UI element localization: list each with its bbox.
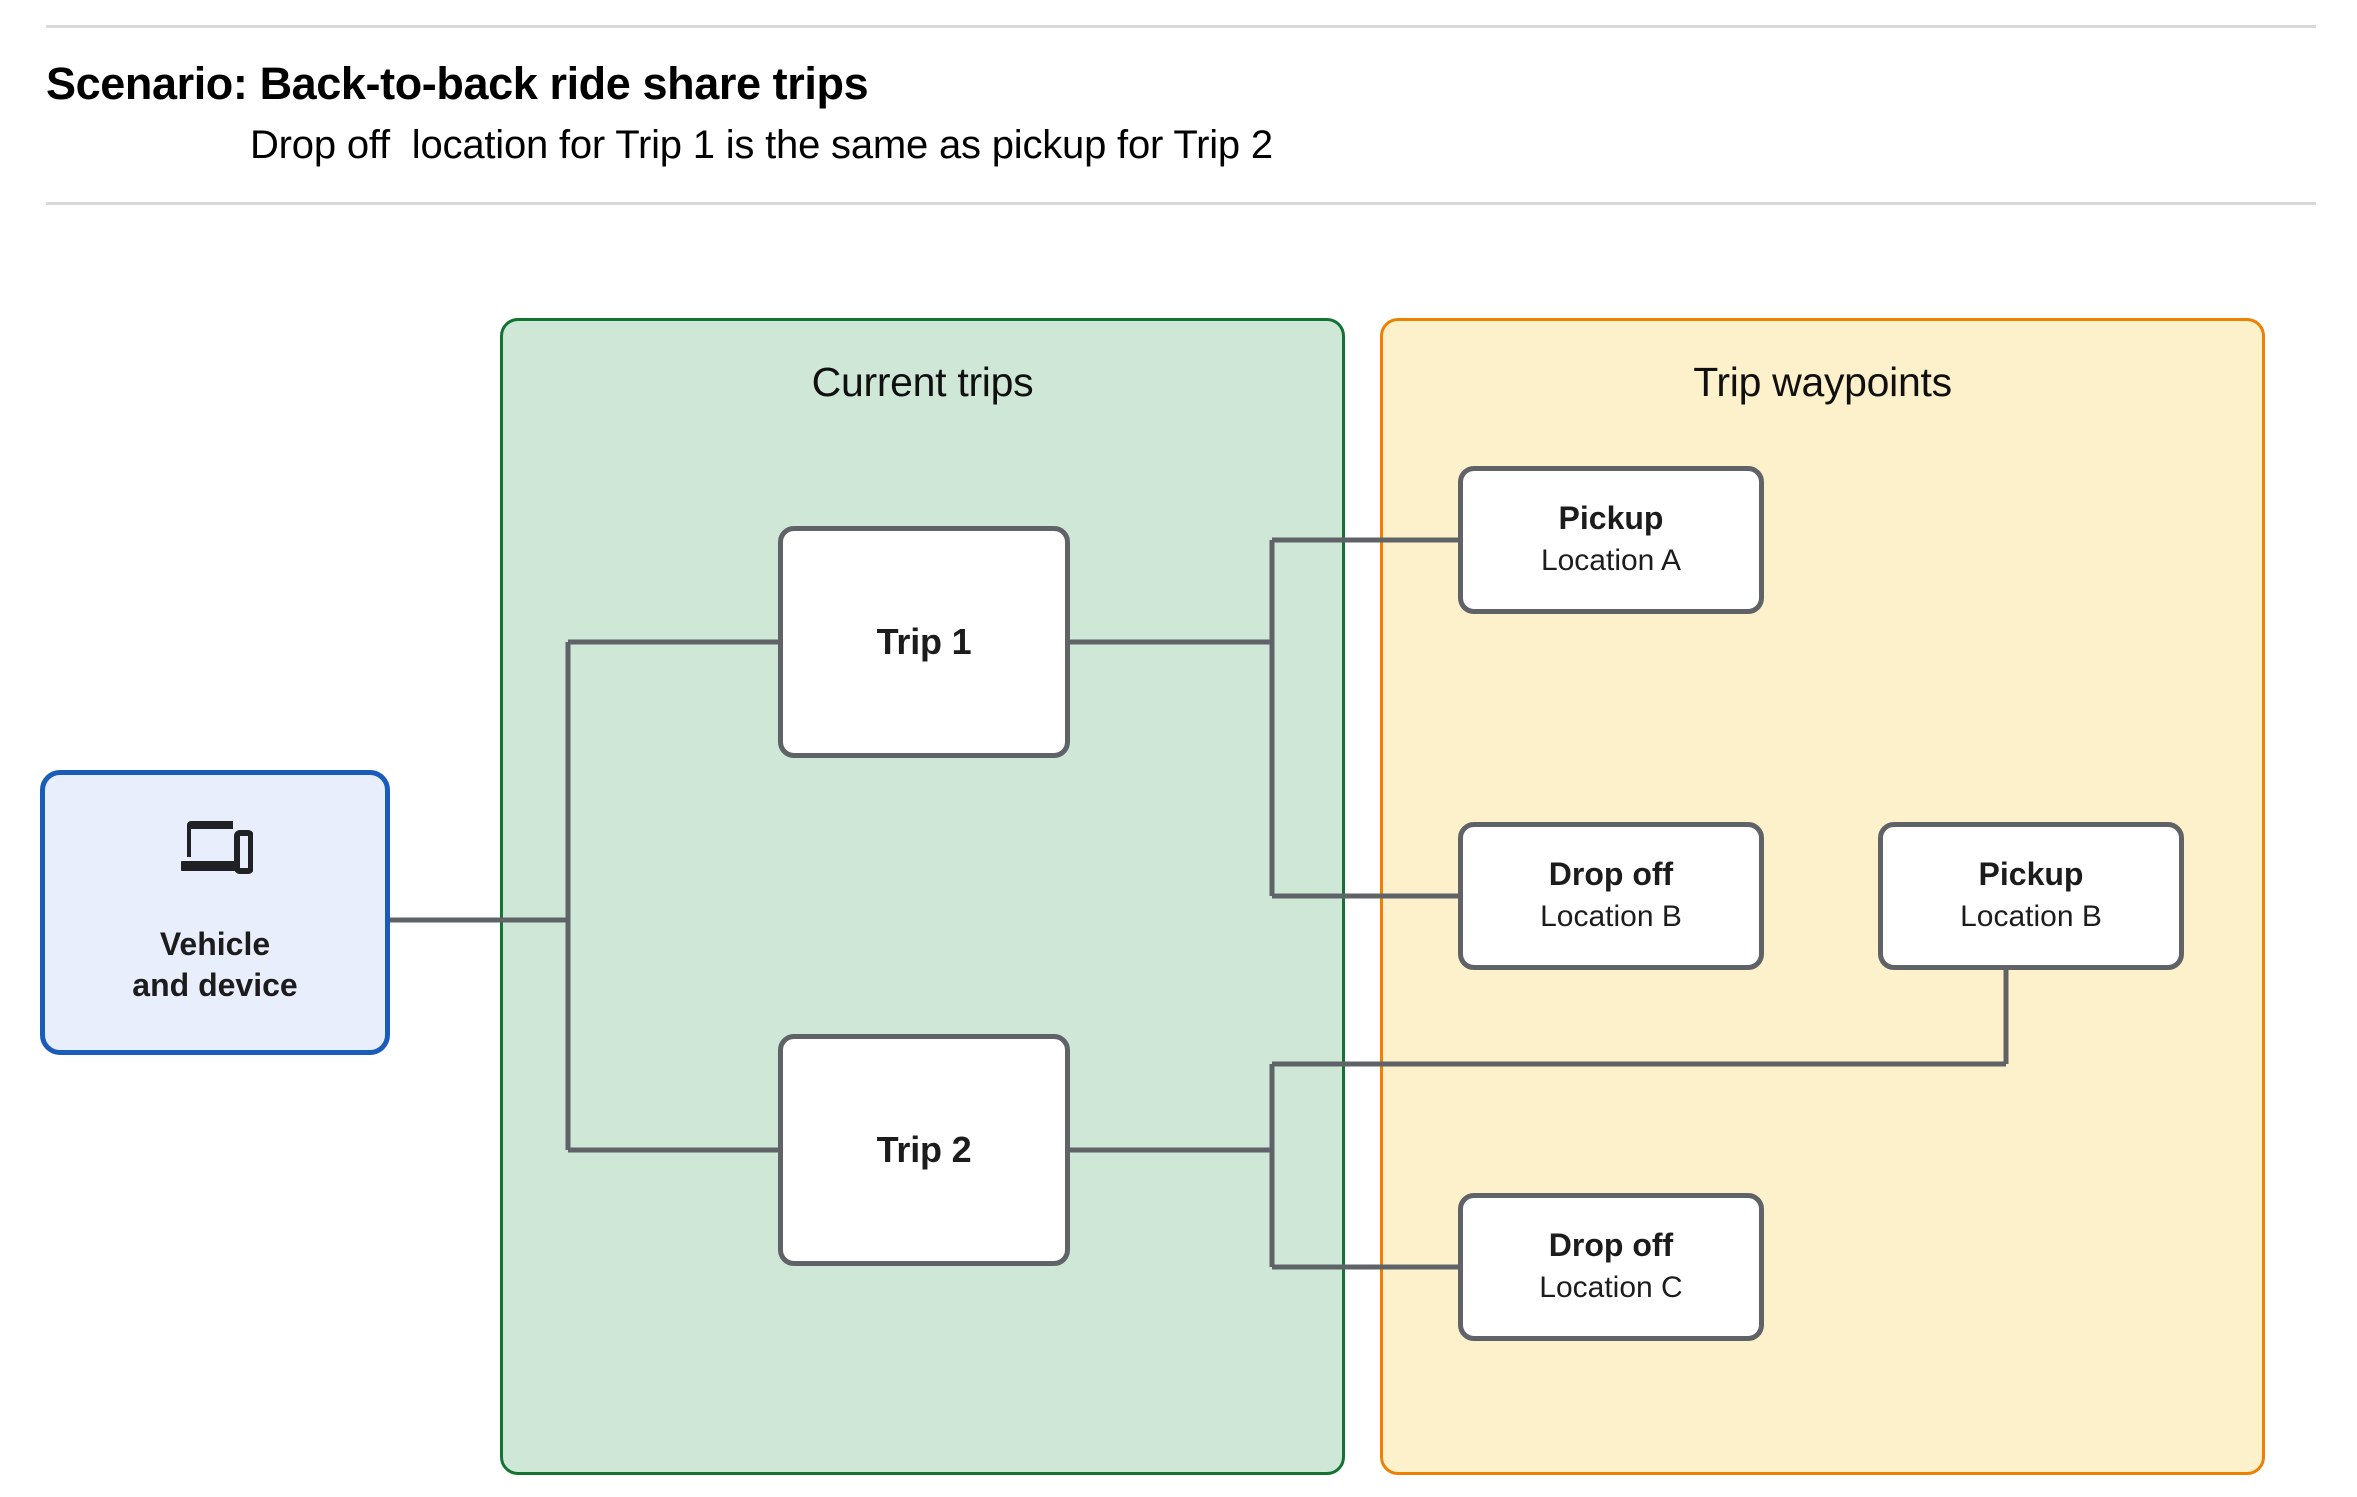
waypoint-title-pickup-a: Pickup — [1558, 500, 1664, 537]
node-waypoint-pickup-a[interactable]: Pickup Location A — [1458, 466, 1764, 614]
header-divider-top — [46, 25, 2316, 28]
node-waypoint-dropoff-c[interactable]: Drop off Location C — [1458, 1193, 1764, 1341]
node-trip-2[interactable]: Trip 2 — [778, 1034, 1070, 1266]
waypoint-subtitle-dropoff-c: Location C — [1539, 1270, 1683, 1304]
node-label-vehicle-and-device: Vehicle and device — [132, 926, 298, 1003]
node-vehicle-and-device[interactable]: Vehicle and device — [40, 770, 390, 1055]
group-title-current-trips: Current trips — [811, 359, 1034, 405]
node-label-trip-2: Trip 2 — [876, 1129, 972, 1170]
node-waypoint-pickup-b[interactable]: Pickup Location B — [1878, 822, 2184, 970]
devices-icon — [177, 819, 254, 882]
page-title: Scenario: Back-to-back ride share trips — [46, 58, 869, 109]
waypoint-subtitle-pickup-b: Location B — [1960, 899, 2102, 933]
header-divider-bottom — [46, 202, 2316, 205]
node-label-trip-1: Trip 1 — [876, 621, 972, 662]
group-panel-current-trips: Current trips — [500, 318, 1345, 1475]
waypoint-subtitle-pickup-a: Location A — [1540, 543, 1682, 577]
group-title-trip-waypoints: Trip waypoints — [1693, 359, 1952, 405]
waypoint-title-dropoff-c: Drop off — [1548, 1227, 1674, 1264]
node-waypoint-dropoff-b[interactable]: Drop off Location B — [1458, 822, 1764, 970]
waypoint-title-pickup-b: Pickup — [1978, 856, 2084, 893]
page-subtitle: Drop off location for Trip 1 is the same… — [250, 123, 1273, 167]
header-block: Scenario: Back-to-back ride share trips … — [0, 0, 2357, 208]
node-trip-1[interactable]: Trip 1 — [778, 526, 1070, 758]
waypoint-title-dropoff-b: Drop off — [1548, 856, 1674, 893]
waypoint-subtitle-dropoff-b: Location B — [1540, 899, 1682, 933]
